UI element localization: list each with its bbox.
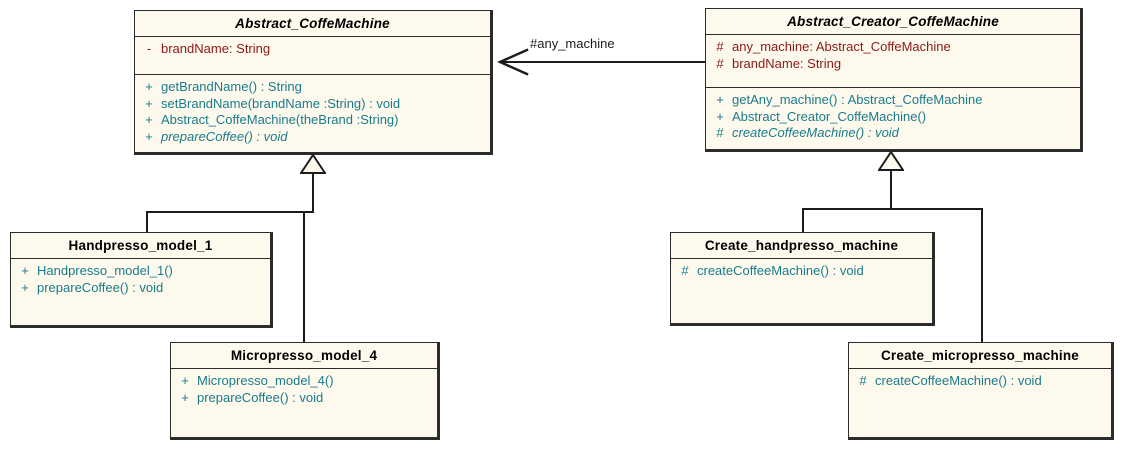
method-label: Abstract_Creator_CoffeMachine() — [732, 108, 927, 124]
attribute-label: any_machine: Abstract_CoffeMachine — [732, 39, 951, 54]
attributes-compartment: - brandName: String — [135, 37, 490, 74]
method-row: + prepareCoffee() : void — [137, 129, 488, 146]
method-label: prepareCoffee() : void — [197, 389, 324, 405]
visibility-marker: + — [145, 79, 153, 94]
generalization-spreader-right — [802, 208, 983, 210]
methods-compartment: # createCoffeeMachine() : void — [849, 369, 1111, 394]
class-box-abstract-creator-coffemachine[interactable]: Abstract_Creator_CoffeMachine # any_mach… — [705, 8, 1083, 152]
visibility-marker: + — [716, 92, 724, 107]
class-box-abstract-coffemachine[interactable]: Abstract_CoffeMachine - brandName: Strin… — [134, 10, 493, 155]
attribute-row: # any_machine: Abstract_CoffeMachine — [708, 39, 1078, 56]
method-label: createCoffeeMachine() : void — [875, 373, 1042, 388]
method-label: Micropresso_model_4() — [197, 373, 334, 388]
method-row: # createCoffeeMachine() : void — [673, 263, 930, 280]
method-row: + Abstract_Creator_CoffeMachine() — [708, 109, 1078, 126]
generalization-trunk-right — [890, 169, 892, 210]
method-row: + prepareCoffee() : void — [173, 390, 435, 407]
compartment-divider — [706, 87, 1080, 88]
class-box-create-micropresso-machine[interactable]: Create_micropresso_machine # createCoffe… — [848, 342, 1114, 440]
methods-compartment: + getAny_machine() : Abstract_CoffeMachi… — [706, 88, 1080, 146]
method-label: Handpresso_model_1() — [37, 263, 173, 278]
method-row: + setBrandName(brandName :String) : void — [137, 96, 488, 113]
method-row: + Handpresso_model_1() — [13, 263, 268, 280]
method-row: + getBrandName() : String — [137, 79, 488, 96]
class-title-abstract-creator-coffemachine: Abstract_Creator_CoffeMachine — [787, 14, 999, 29]
generalization-trunk-left — [312, 172, 314, 213]
generalization-drop-handpresso — [146, 211, 148, 233]
method-label: setBrandName(brandName :String) : void — [161, 95, 401, 111]
methods-compartment: # createCoffeeMachine() : void — [671, 259, 932, 284]
visibility-marker: # — [716, 55, 724, 71]
compartment-divider — [135, 74, 490, 75]
class-box-handpresso-model-1[interactable]: Handpresso_model_1 + Handpresso_model_1(… — [10, 232, 273, 328]
compartment-divider — [849, 368, 1111, 369]
method-row: + getAny_machine() : Abstract_CoffeMachi… — [708, 92, 1078, 109]
association-label: #any_machine — [530, 36, 615, 51]
attribute-row: - brandName: String — [137, 41, 488, 58]
generalization-drop-micropresso — [303, 211, 305, 343]
generalization-drop-create-micropresso — [981, 208, 983, 343]
method-label: getAny_machine() : Abstract_CoffeMachine — [732, 92, 983, 107]
attribute-row: # brandName: String — [708, 56, 1078, 73]
method-label: getBrandName() : String — [161, 79, 302, 94]
methods-compartment: + Handpresso_model_1() + prepareCoffee()… — [11, 259, 270, 300]
class-box-create-handpresso-machine[interactable]: Create_handpresso_machine # createCoffee… — [670, 232, 935, 326]
visibility-marker: - — [146, 41, 152, 56]
visibility-marker: # — [716, 125, 724, 140]
compartment-divider — [11, 258, 270, 259]
generalization-triangle-right — [878, 151, 904, 171]
compartment-divider — [706, 34, 1080, 35]
attributes-compartment: # any_machine: Abstract_CoffeMachine # b… — [706, 35, 1080, 87]
visibility-marker: + — [145, 128, 153, 144]
class-title-create-handpresso-machine: Create_handpresso_machine — [704, 238, 899, 253]
visibility-marker: + — [181, 389, 189, 405]
method-label: createCoffeeMachine() : void — [697, 263, 864, 278]
attribute-label: brandName: String — [732, 55, 842, 71]
class-title-micropresso-model-4: Micropresso_model_4 — [230, 348, 378, 363]
method-row: + Abstract_CoffeMachine(theBrand :String… — [137, 112, 488, 129]
association-line — [500, 61, 706, 63]
method-row: # createCoffeeMachine() : void — [708, 125, 1078, 142]
visibility-marker: + — [181, 373, 189, 388]
visibility-marker: + — [21, 279, 29, 295]
class-title-abstract-coffemachine: Abstract_CoffeMachine — [235, 16, 390, 31]
class-box-micropresso-model-4[interactable]: Micropresso_model_4 + Micropresso_model_… — [170, 342, 440, 440]
method-row: # createCoffeeMachine() : void — [851, 373, 1109, 390]
visibility-marker: + — [716, 108, 724, 124]
visibility-marker: # — [859, 373, 867, 388]
visibility-marker: + — [145, 112, 153, 127]
method-label: prepareCoffee() : void — [161, 128, 288, 144]
compartment-divider — [171, 368, 437, 369]
method-label: Abstract_CoffeMachine(theBrand :String) — [161, 112, 399, 127]
compartment-divider — [671, 258, 932, 259]
association-arrowhead-icon — [497, 48, 529, 76]
compartment-divider — [135, 36, 490, 37]
generalization-drop-create-handpresso — [802, 208, 804, 233]
method-label: prepareCoffee() : void — [37, 279, 164, 295]
methods-compartment: + Micropresso_model_4() + prepareCoffee(… — [171, 369, 437, 410]
visibility-marker: # — [681, 263, 689, 278]
generalization-triangle-left — [300, 154, 326, 174]
class-title-create-micropresso-machine: Create_micropresso_machine — [880, 348, 1080, 363]
visibility-marker: + — [21, 263, 29, 278]
method-label: createCoffeeMachine() : void — [732, 125, 899, 140]
method-row: + Micropresso_model_4() — [173, 373, 435, 390]
visibility-marker: # — [716, 39, 724, 54]
class-title-handpresso-model-1: Handpresso_model_1 — [68, 238, 213, 253]
method-row: + prepareCoffee() : void — [13, 280, 268, 297]
visibility-marker: + — [145, 95, 153, 111]
generalization-spreader-left — [146, 211, 314, 213]
methods-compartment: + getBrandName() : String + setBrandName… — [135, 75, 490, 149]
attribute-label: brandName: String — [161, 41, 271, 56]
